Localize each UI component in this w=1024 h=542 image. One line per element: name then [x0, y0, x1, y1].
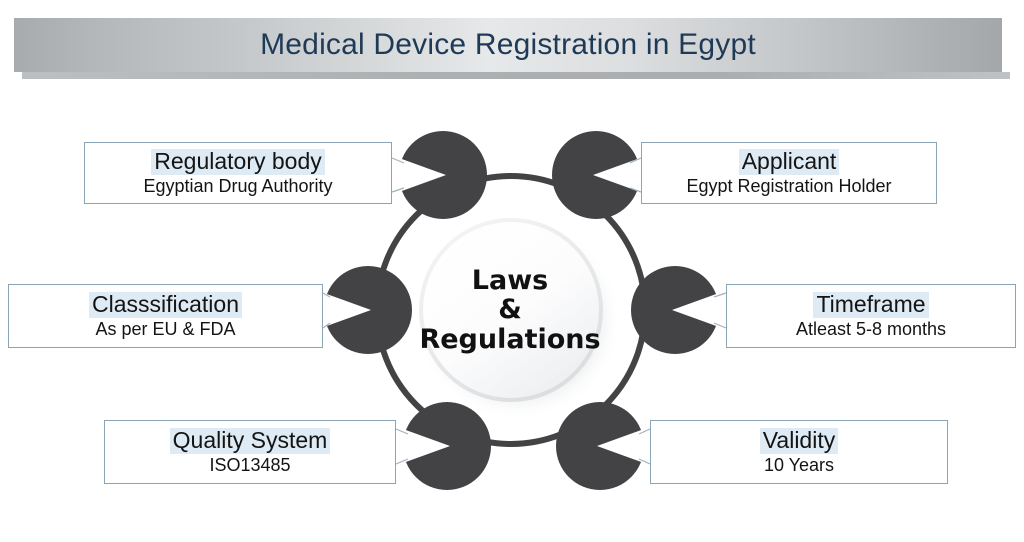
node-regulatory-body[interactable]: [399, 131, 487, 219]
label-title-regulatory-body: Regulatory body: [151, 148, 325, 175]
leader-regulatory-bottom: [391, 187, 405, 193]
page-title: Medical Device Registration in Egypt: [260, 28, 756, 61]
leader-validity-bottom: [638, 458, 651, 465]
leader-timeframe-top: [713, 292, 727, 298]
node-validity[interactable]: [556, 402, 644, 490]
leader-regulatory-top: [391, 157, 405, 164]
title-banner-shadow: [22, 72, 1010, 79]
leader-timeframe-bottom: [713, 322, 727, 329]
leader-quality-top: [395, 428, 409, 435]
node-classification[interactable]: [324, 266, 412, 354]
leader-classification-top: [322, 292, 331, 298]
leader-quality-bottom: [395, 458, 409, 465]
leader-applicant-top: [629, 157, 642, 164]
label-title-classification: Classsification: [89, 291, 242, 318]
label-box-regulatory-body[interactable]: Regulatory body Egyptian Drug Authority: [84, 142, 392, 204]
title-banner: [14, 18, 1002, 72]
leader-applicant-bottom: [629, 187, 642, 193]
leader-validity-top: [638, 428, 651, 435]
label-box-applicant[interactable]: Applicant Egypt Registration Holder: [641, 142, 937, 204]
label-subtitle-regulatory-body: Egyptian Drug Authority: [143, 175, 333, 196]
label-box-quality-system[interactable]: Quality System ISO13485: [104, 420, 396, 484]
label-subtitle-quality-system: ISO13485: [209, 454, 291, 475]
label-subtitle-classification: As per EU & FDA: [95, 318, 236, 339]
label-subtitle-timeframe: Atleast 5-8 months: [795, 318, 947, 339]
label-title-applicant: Applicant: [738, 148, 840, 175]
label-title-quality-system: Quality System: [169, 427, 331, 454]
node-applicant[interactable]: [552, 131, 640, 219]
label-box-validity[interactable]: Validity 10 Years: [650, 420, 948, 484]
label-box-timeframe[interactable]: Timeframe Atleast 5-8 months: [726, 284, 1016, 348]
label-box-classification[interactable]: Classsification As per EU & FDA: [8, 284, 323, 348]
node-timeframe[interactable]: [631, 266, 719, 354]
leader-classification-bottom: [322, 322, 331, 329]
label-title-validity: Validity: [759, 427, 839, 454]
label-subtitle-validity: 10 Years: [763, 454, 835, 475]
label-subtitle-applicant: Egypt Registration Holder: [686, 175, 892, 196]
label-title-timeframe: Timeframe: [813, 291, 929, 318]
hub-disc: [423, 222, 599, 398]
node-quality-system[interactable]: [403, 402, 491, 490]
